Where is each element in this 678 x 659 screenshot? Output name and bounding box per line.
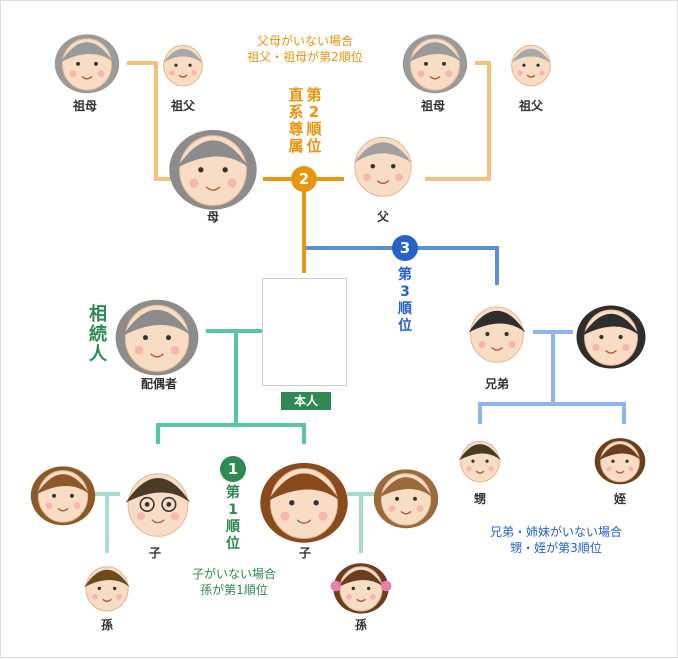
father-label: 父 — [376, 210, 389, 224]
siblings-note: 兄弟・姉妹がいない場合 甥・姪が第3順位 — [461, 524, 651, 556]
grandmother-right-label: 祖母 — [420, 99, 445, 113]
grandchildren-note-line1: 子がいない場合 — [191, 567, 276, 581]
grandchild-right-avatar — [330, 563, 392, 614]
third-rank-char: 第 — [398, 267, 412, 283]
grandchild-left-label: 孫 — [100, 618, 113, 632]
grandfather-right-avatar — [511, 44, 551, 87]
heir-label: 相続人 — [87, 305, 109, 365]
brother-label: 兄弟 — [484, 377, 509, 391]
spouse-label: 配偶者 — [140, 377, 177, 391]
grandchild-right-label: 孫 — [354, 618, 367, 632]
grandchild-left-avatar — [84, 566, 130, 612]
parents-to-brother-connector — [306, 246, 499, 285]
brother-wife-avatar — [576, 305, 646, 369]
lineal-col2-char: 2 — [308, 103, 320, 121]
grandchildren-note-line2: 孫が第1順位 — [200, 583, 268, 597]
nephew-avatar — [459, 440, 501, 483]
nephew-niece-connector — [478, 402, 626, 424]
first-rank-char: 第 — [226, 485, 240, 501]
heir-char: 人 — [89, 344, 107, 365]
grandfather-left-avatar — [163, 44, 203, 87]
lineal-col2-char: 位 — [306, 137, 322, 155]
spouse-avatar — [115, 299, 199, 376]
lineal-col1-char: 直 — [288, 86, 304, 104]
lineal-ascendant-label: 直系尊属 — [287, 87, 305, 155]
lineal-col2-char: 順 — [306, 120, 322, 138]
grandmother-left-avatar — [54, 34, 120, 94]
left-grandparents-connector — [127, 61, 176, 181]
heir-char: 相 — [89, 304, 107, 325]
lineal-col1-char: 系 — [288, 103, 304, 121]
third-rank-char: 位 — [398, 318, 412, 334]
siblings-note-line1: 兄弟・姉妹がいない場合 — [489, 525, 622, 539]
grandmother-left-label: 祖母 — [72, 99, 97, 113]
mother-label: 母 — [206, 210, 219, 224]
child-left-label: 子 — [148, 546, 161, 560]
niece-avatar — [594, 438, 646, 485]
grandchildren-note: 子がいない場合 孫が第1順位 — [169, 566, 299, 598]
lineal-col1-char: 属 — [288, 137, 304, 155]
first-rank-char: 1 — [228, 502, 238, 518]
grandparents-note: 父母がいない場合 祖父・祖母が第2順位 — [215, 33, 395, 65]
grandparents-note-line2: 祖父・祖母が第2順位 — [247, 50, 363, 64]
niece-label: 姪 — [613, 492, 626, 506]
right-grandparents-connector — [425, 61, 491, 181]
brother-avatar — [468, 306, 526, 363]
father-avatar — [354, 136, 412, 197]
child-left-avatar — [125, 473, 191, 537]
grandfather-right-label: 祖父 — [518, 99, 543, 113]
rank-3-badge: 3 — [392, 235, 418, 261]
grandfather-left-label: 祖父 — [170, 99, 195, 113]
self-frame — [262, 278, 347, 386]
first-rank-char: 順 — [226, 519, 240, 535]
third-rank-char: 3 — [400, 284, 410, 300]
child-right-label: 子 — [298, 546, 311, 560]
child-right-partner-avatar — [373, 469, 439, 529]
siblings-note-line2: 甥・姪が第3順位 — [510, 541, 602, 555]
rank-1-badge: 1 — [220, 456, 246, 482]
heir-char: 続 — [89, 324, 107, 345]
mother-avatar — [169, 129, 257, 210]
rank-2-badge: 2 — [291, 166, 317, 192]
lineal-col1-char: 尊 — [288, 120, 304, 138]
child-right-avatar — [260, 462, 348, 543]
third-rank-char: 順 — [398, 301, 412, 317]
self-label: 本人 — [281, 392, 331, 410]
children-connector — [156, 423, 306, 444]
grandmother-right-avatar — [402, 34, 468, 94]
nephew-label: 甥 — [473, 492, 486, 506]
first-rank-char: 位 — [226, 536, 240, 552]
child-left-partner-avatar — [30, 466, 96, 526]
lineal-col2-char: 第 — [306, 86, 322, 104]
grandparents-note-line1: 父母がいない場合 — [256, 34, 353, 48]
